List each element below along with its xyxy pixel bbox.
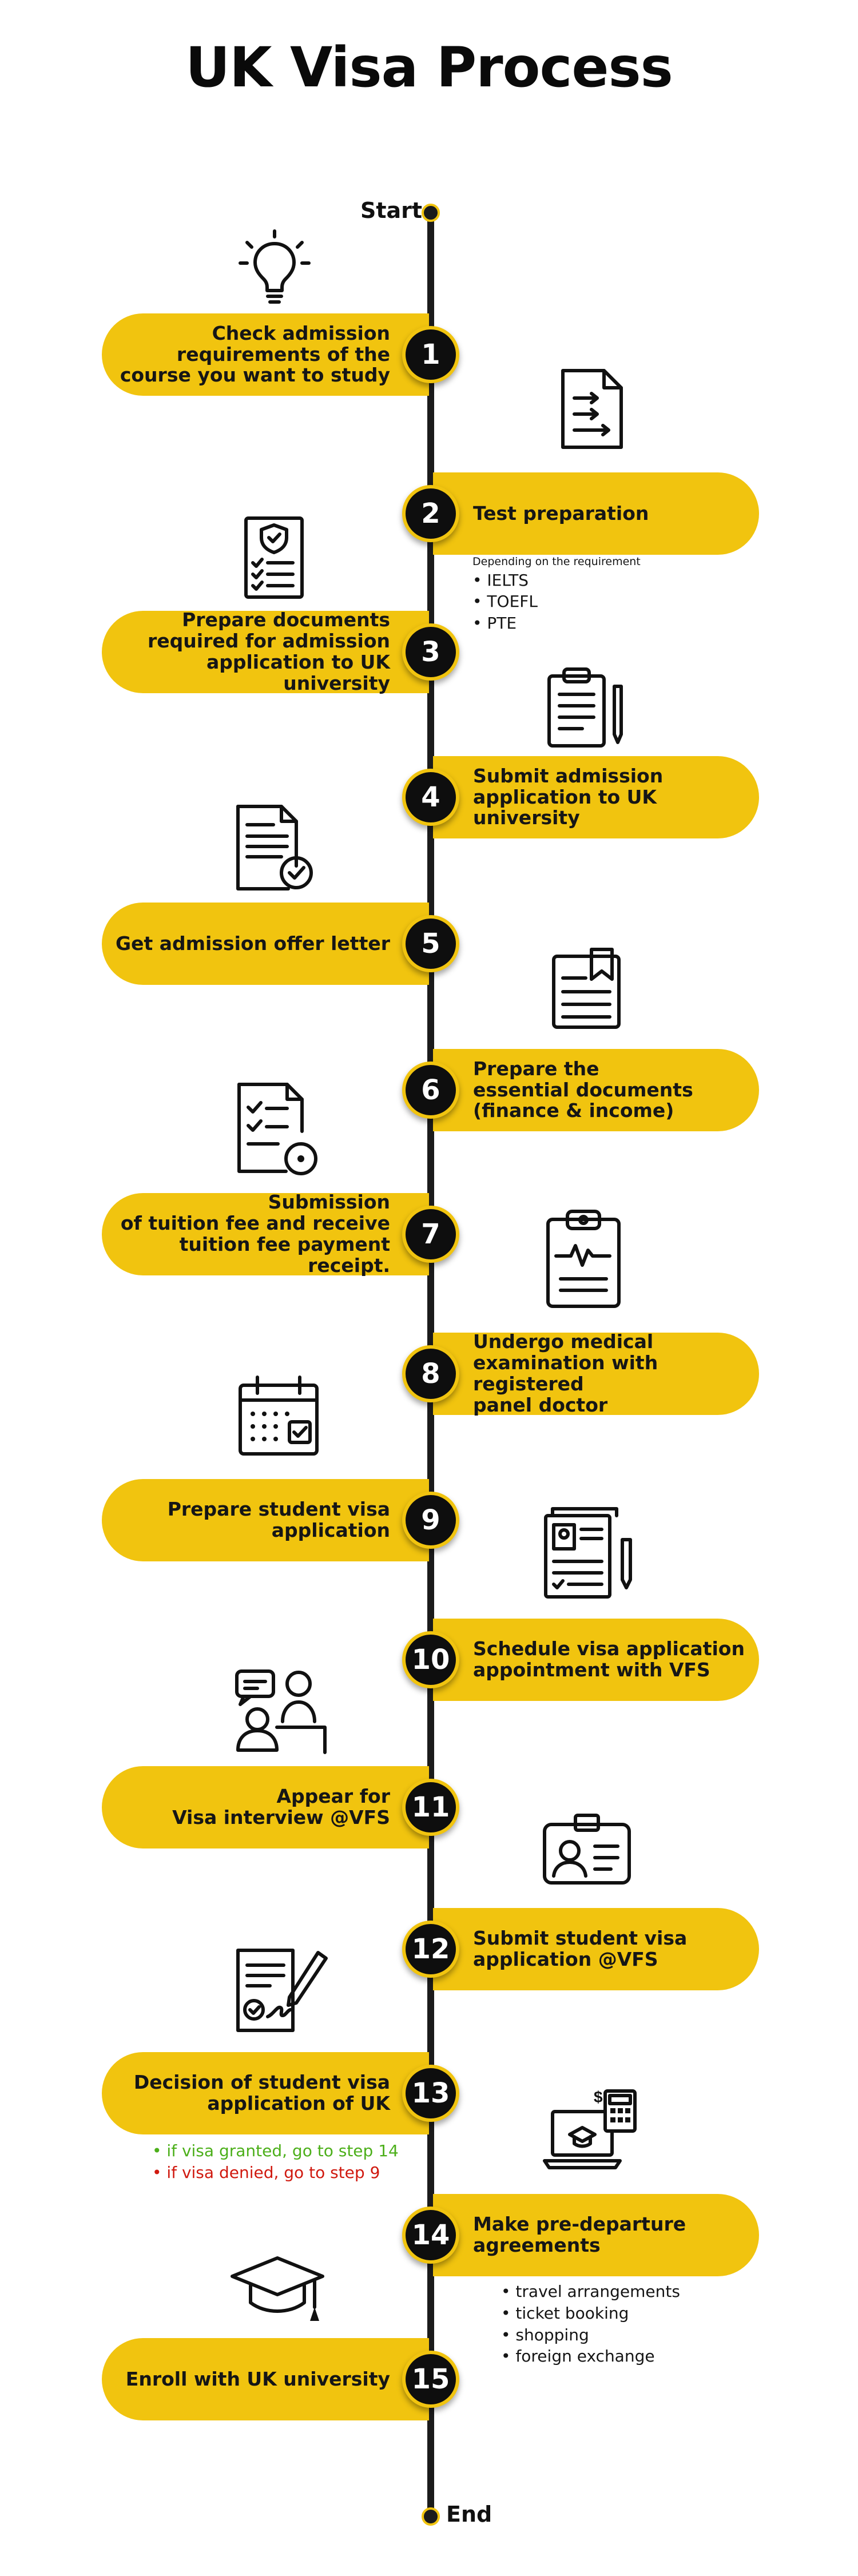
checklist-shield-icon	[243, 515, 305, 601]
test-prep-caption: Depending on the requirement	[472, 555, 641, 568]
step-9-number: 9	[402, 1492, 459, 1549]
start-dot	[422, 204, 440, 222]
step-5-number: 5	[402, 915, 459, 972]
step-5-text: Get admission offer letter	[115, 932, 390, 955]
step-1-text: Check admission requirements of the cour…	[120, 321, 390, 387]
step-15-box: Enroll with UK university	[102, 2338, 429, 2420]
test-prep-item: TOEFL	[472, 591, 641, 613]
step-10-text: Schedule visa application appointment wi…	[473, 1637, 745, 1681]
step-3-box: Prepare documents required for admission…	[102, 609, 429, 694]
departure-note: travel arrangements ticket booking shopp…	[501, 2281, 680, 2367]
laptop-calculator-icon: $	[541, 2086, 638, 2172]
decision-note: • if visa granted, go to step 14 • if vi…	[152, 2140, 399, 2184]
calendar-check-icon	[236, 1373, 321, 1458]
step-4-box: Submit admission application to UK unive…	[433, 756, 759, 838]
step-6-number: 6	[402, 1062, 459, 1119]
step-12-number: 12	[402, 1921, 459, 1978]
id-badge-icon	[541, 1812, 633, 1886]
step-9-box: Prepare student visa application	[102, 1479, 429, 1561]
decision-denied: • if visa denied, go to step 9	[152, 2162, 380, 2182]
step-1-box: Check admission requirements of the cour…	[102, 313, 429, 396]
step-9-text: Prepare student visa application	[167, 1498, 390, 1541]
lightbulb-icon	[235, 228, 315, 308]
step-2-number: 2	[402, 485, 459, 542]
signed-document-icon	[232, 1945, 329, 2036]
step-7-text: Submission of tuition fee and receive tu…	[120, 1191, 390, 1277]
document-arrows-icon	[555, 366, 629, 452]
step-4-text: Submit admission application to UK unive…	[473, 764, 664, 829]
step-11-text: Appear for Visa interview @VFS	[172, 1785, 390, 1828]
step-8-box: Undergo medical examination with registe…	[433, 1330, 759, 1416]
step-7-number: 7	[402, 1206, 459, 1263]
step-12-text: Submit student visa application @VFS	[473, 1927, 688, 1970]
step-14-box: Make pre-departure agreements	[433, 2194, 759, 2276]
step-1-number: 1	[402, 326, 459, 383]
step-15-number: 15	[402, 2351, 459, 2408]
page-title: UK Visa Process	[185, 35, 673, 100]
receipt-coin-icon	[233, 1080, 319, 1177]
step-6-box: Prepare the essential documents (finance…	[433, 1049, 759, 1131]
step-13-number: 13	[402, 2065, 459, 2122]
test-prep-item: PTE	[472, 613, 641, 634]
step-10-box: Schedule visa application appointment wi…	[433, 1619, 759, 1701]
interview-desk-icon	[232, 1664, 329, 1756]
decision-granted-text: if visa granted, go to step 14	[166, 2141, 399, 2160]
step-11-box: Appear for Visa interview @VFS	[102, 1766, 429, 1848]
step-3-text: Prepare documents required for admission…	[148, 609, 390, 694]
step-4-number: 4	[402, 769, 459, 826]
end-label: End	[446, 2502, 492, 2527]
step-14-text: Make pre-departure agreements	[473, 2213, 686, 2256]
step-13-text: Decision of student visa application of …	[133, 2071, 390, 2114]
decision-granted: • if visa granted, go to step 14	[152, 2141, 399, 2160]
decision-denied-text: if visa denied, go to step 9	[166, 2162, 380, 2182]
step-5-box: Get admission offer letter	[102, 903, 429, 985]
step-15-text: Enroll with UK university	[125, 2367, 390, 2390]
step-2-box: Test preparation	[433, 472, 759, 555]
step-10-number: 10	[402, 1631, 459, 1688]
departure-item: shopping	[501, 2324, 680, 2346]
clipboard-pen-icon	[543, 663, 629, 749]
departure-item: travel arrangements	[501, 2281, 680, 2303]
step-2-text: Test preparation	[473, 502, 649, 524]
profile-forms-icon	[541, 1504, 638, 1601]
bookmarked-document-icon	[549, 945, 623, 1031]
graduation-cap-icon	[229, 2252, 326, 2327]
step-11-number: 11	[402, 1779, 459, 1836]
step-7-box: Submission of tuition fee and receive tu…	[102, 1191, 429, 1277]
end-dot	[422, 2507, 440, 2526]
departure-item: foreign exchange	[501, 2346, 680, 2367]
step-14-number: 14	[402, 2207, 459, 2264]
medical-clipboard-icon	[543, 1207, 623, 1310]
start-label: Start	[360, 198, 423, 223]
step-13-box: Decision of student visa application of …	[102, 2052, 429, 2134]
svg-text:$: $	[594, 2088, 603, 2106]
test-prep-item: IELTS	[472, 570, 641, 591]
test-prep-note: Depending on the requirement IELTS TOEFL…	[472, 555, 641, 634]
step-12-box: Submit student visa application @VFS	[433, 1908, 759, 1990]
departure-item: ticket booking	[501, 2303, 680, 2324]
step-8-number: 8	[402, 1345, 459, 1402]
document-check-icon	[232, 802, 318, 893]
step-3-number: 3	[402, 623, 459, 681]
step-8-text: Undergo medical examination with registe…	[473, 1330, 658, 1416]
step-6-text: Prepare the essential documents (finance…	[473, 1057, 693, 1122]
